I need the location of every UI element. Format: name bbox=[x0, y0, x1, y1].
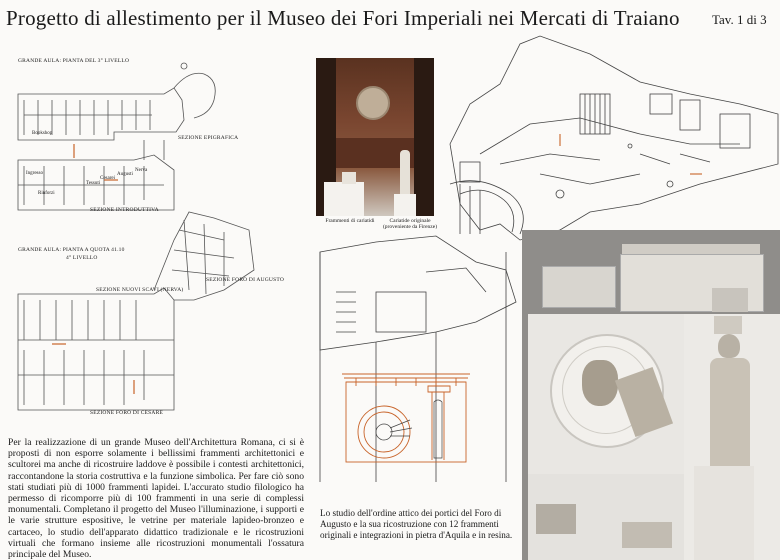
plate-number: Tav. 1 di 3 bbox=[712, 12, 767, 27]
label-augusti: Augusti bbox=[117, 172, 133, 177]
label-foro-cesare: SEZIONE FORO DI CESARE bbox=[90, 410, 163, 416]
label-ingresso: Ingresso bbox=[26, 171, 43, 176]
plan-bottom-heading-2: 4° LIVELLO bbox=[66, 255, 98, 261]
plan-bottom-drawing bbox=[17, 211, 255, 411]
label-rinforzi: Rinforzi bbox=[38, 191, 55, 196]
caption-fragments: Frammenti di cariatidi bbox=[325, 218, 375, 224]
label-nerva: Nerva bbox=[135, 168, 148, 173]
description-text: Per la realizzazione di un grande Museo … bbox=[8, 437, 304, 560]
label-bookshop: Bookshop bbox=[32, 131, 53, 136]
label-nuovi-scavi: SEZIONE NUOVI SCAVI (NERVA) bbox=[96, 287, 184, 293]
elevation-drawing bbox=[319, 235, 517, 482]
museum-photo bbox=[316, 58, 434, 216]
label-sezione-introduttiva: SEZIONE INTRODUTTIVA bbox=[90, 207, 159, 213]
caption-caryatid-2: (proveniente da Firenze) bbox=[382, 224, 438, 230]
caption-caryatid-1: Cariatide originale bbox=[389, 218, 431, 224]
reconstruction-text: Lo studio dell'ordine attico dei portici… bbox=[320, 508, 513, 540]
label-foro-augusto: SEZIONE FORO DI AUGUSTO bbox=[206, 277, 284, 283]
label-cesarei: Cesarei bbox=[100, 176, 115, 181]
reconstruction-photo bbox=[522, 230, 780, 560]
plan-bottom-heading-1: GRANDE AULA: PIANTA A QUOTA 41.10 bbox=[18, 247, 125, 253]
label-sezione-epigrafica: SEZIONE EPIGRAFICA bbox=[178, 135, 239, 141]
label-tessuti: Tessuti bbox=[86, 181, 101, 186]
plan-right-drawing bbox=[449, 35, 779, 241]
plan-top-drawing bbox=[17, 62, 216, 211]
page-title: Progetto di allestimento per il Museo de… bbox=[6, 6, 680, 30]
plan-top-heading: GRANDE AULA: PIANTA DEL 3° LIVELLO bbox=[18, 58, 130, 64]
